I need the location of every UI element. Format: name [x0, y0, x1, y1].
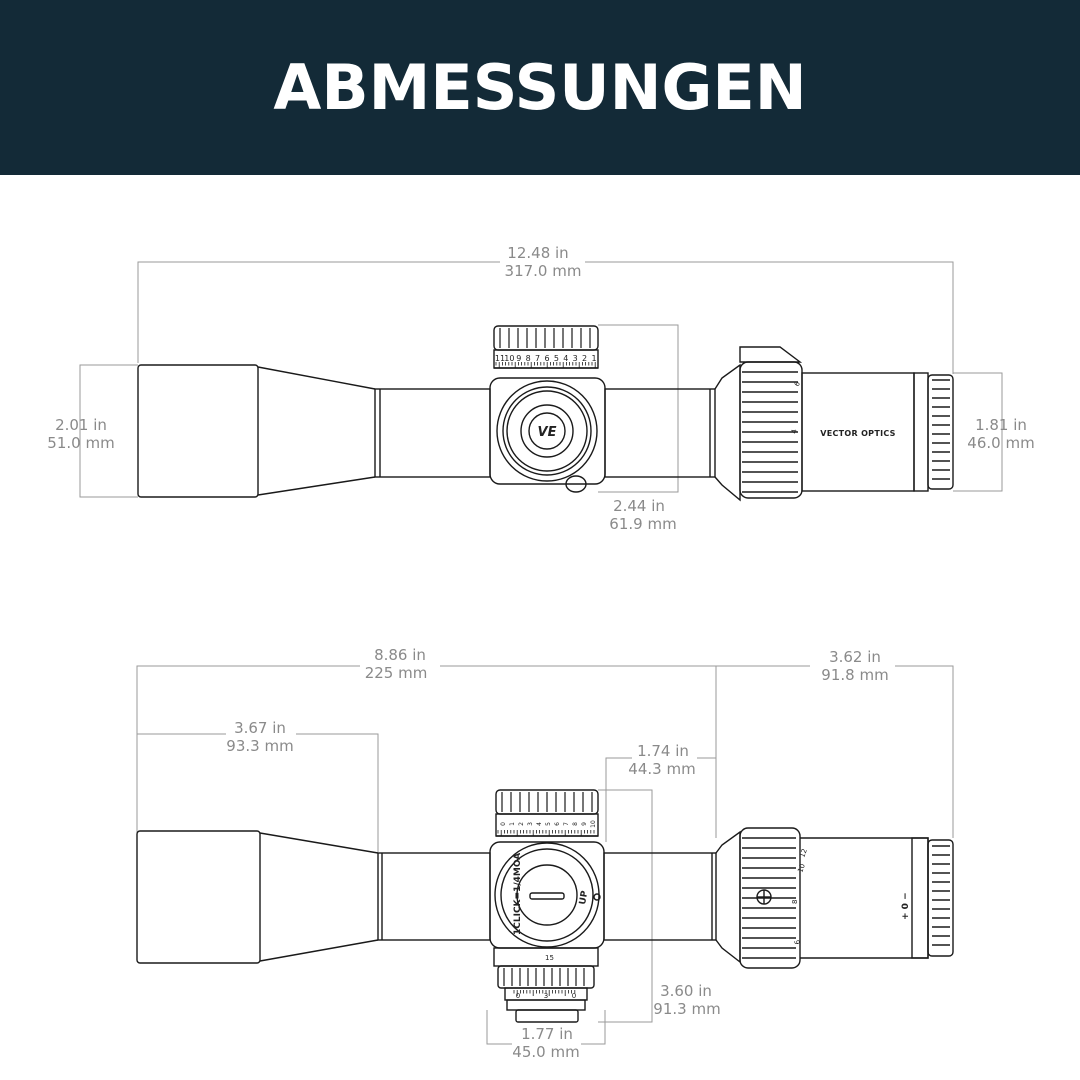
top-zoom-mark-6: 6 [793, 380, 802, 388]
side-turret-scale-label-2: 2 [518, 822, 525, 826]
vector-optics-ve-logo-icon: VE [538, 425, 557, 440]
top-objective-bell [137, 364, 376, 498]
top-turret-scale-label-7: 4 [563, 354, 568, 363]
side-diopter-marks: + 0 − [901, 892, 911, 920]
top-turret-width-mm: 61.9 mm [609, 515, 676, 533]
side-turret-scale-label-4: 4 [536, 822, 543, 826]
side-turret-up: UP [578, 890, 590, 906]
side-turret-scale-label-0: 0 [500, 822, 507, 826]
side-turret-scale-label-3: 3 [527, 822, 534, 826]
top-objective-diameter-in: 2.01 in [55, 416, 107, 434]
top-turret-scale-label-1: 10 [504, 354, 514, 363]
side-turret-height-mm: 91.3 mm [653, 1000, 720, 1018]
top-turret-housing: VE [489, 377, 606, 493]
top-turret-scale-label-4: 7 [535, 354, 540, 363]
top-turret-scale-label-10: 1 [591, 354, 596, 363]
top-turret-scale-label-6: 5 [554, 354, 559, 363]
top-total-length-mm: 317.0 mm [505, 262, 582, 280]
top-dimension-lines [79, 261, 1003, 498]
top-turret-scale-label-8: 3 [573, 354, 578, 363]
side-zoom-mark-12: 12 [798, 848, 809, 859]
header-banner: ABMESSUNGEN [0, 0, 1080, 175]
top-zoom-mark-4: 4 [790, 428, 799, 434]
side-objective-length-mm: 93.3 mm [226, 737, 293, 755]
side-bottom-scale: 0 3 0 [513, 990, 576, 1000]
brand-logo-top: VECTOR OPTICS [820, 429, 896, 438]
top-turret-scale-label-9: 2 [582, 354, 587, 363]
side-zoom-mark-10: 10 [796, 863, 807, 874]
page-title: ABMESSUNGEN [273, 51, 807, 124]
side-bottom-mark: 15 [545, 954, 554, 962]
side-turret-scale-label-8: 8 [572, 822, 579, 826]
side-bottom-scale-label-0: 0 [516, 992, 520, 1000]
top-total-length-in: 12.48 in [507, 244, 568, 262]
side-bottom-turret: 15 0 3 0 [493, 947, 599, 1023]
side-windage-turret: 1CLICK=1/4MOA UP [489, 841, 605, 949]
top-eyepiece-diameter-in: 1.81 in [975, 416, 1027, 434]
top-turret-scale-label-0: 11 [495, 354, 505, 363]
side-turret-offset-in: 1.74 in [637, 742, 689, 760]
side-zoom-mark-6: 6 [793, 939, 802, 945]
side-eyepiece: 12 10 8 6 + 0 − [715, 827, 954, 969]
side-turret-scale-label-7: 7 [563, 822, 570, 826]
top-turret-scale-label-3: 8 [526, 354, 531, 363]
side-main-tube [377, 852, 717, 941]
side-zoom-mark-8: 8 [791, 900, 799, 904]
top-turret-scale-label-5: 6 [544, 354, 549, 363]
side-turret-text: 1CLICK=1/4MOA [513, 853, 523, 935]
side-eyepiece-length-mm: 91.8 mm [821, 666, 888, 684]
top-eyepiece: 6 4 VECTOR OPTICS [714, 346, 954, 502]
side-objective-length-in: 3.67 in [234, 719, 286, 737]
side-turret-diameter-mm: 45.0 mm [512, 1043, 579, 1061]
top-objective-diameter-mm: 51.0 mm [47, 434, 114, 452]
side-turret-scale-label-1: 1 [509, 822, 516, 826]
side-dimension-lines [136, 665, 954, 1045]
side-turret-diameter-in: 1.77 in [521, 1025, 573, 1043]
side-objective-bell [136, 830, 379, 964]
side-tube-length-in: 8.86 in [374, 646, 426, 664]
top-turret-scale-label-2: 9 [516, 354, 521, 363]
side-eyepiece-length-in: 3.62 in [829, 648, 881, 666]
side-turret-scale-label-10: 10 [590, 820, 597, 828]
svg-text:VE: VE [538, 425, 557, 440]
side-bottom-scale-label-1: 3 [544, 992, 548, 1000]
side-turret-height-in: 3.60 in [660, 982, 712, 1000]
side-turret-scale-label-9: 9 [581, 822, 588, 826]
side-turret-offset-mm: 44.3 mm [628, 760, 695, 778]
side-turret-scale-label-6: 6 [554, 822, 561, 826]
top-eyepiece-diameter-mm: 46.0 mm [967, 434, 1034, 452]
side-turret-scale-label-5: 5 [545, 822, 552, 826]
side-bottom-scale-label-2: 0 [572, 992, 576, 1000]
side-tube-length-mm: 225 mm [365, 664, 428, 682]
top-turret-width-in: 2.44 in [613, 497, 665, 515]
